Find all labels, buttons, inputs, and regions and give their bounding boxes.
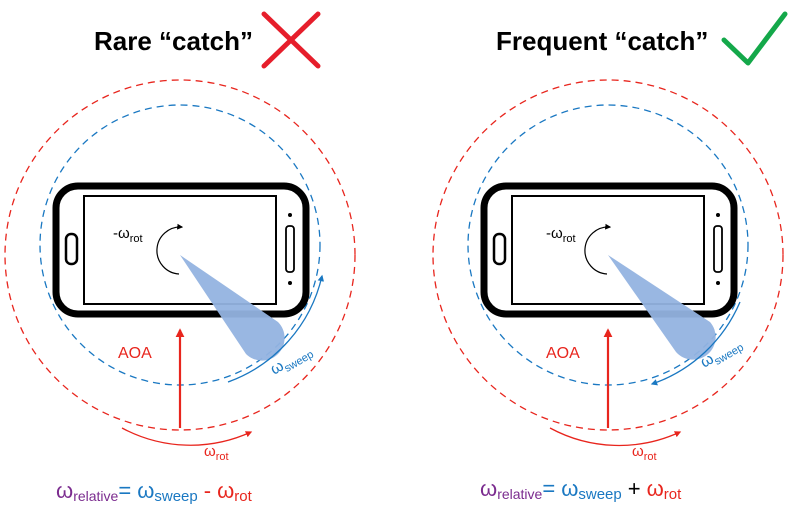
smartphone (480, 182, 738, 318)
rot-arrow (121, 427, 253, 446)
panel-title: Rare “catch” (94, 26, 253, 56)
outer-orbit-circle (4, 79, 356, 431)
relative-equation: ωrelative=ωsweep+ωrot (480, 476, 682, 503)
sweep-arrow (227, 274, 324, 383)
aoa-label: AOA (118, 345, 152, 362)
home-button (492, 232, 507, 266)
panel-frequent-catch: Frequent “catch” -ωrot AOA ωsweep ωrot ω… (432, 11, 788, 503)
speaker-grille (285, 225, 295, 273)
x-cross-icon (261, 11, 321, 69)
aoa-label: AOA (546, 345, 580, 362)
omega-rot-label: ωrot (204, 443, 229, 463)
rot-arrow (549, 427, 682, 447)
omega-rot-label: ωrot (632, 443, 657, 463)
outer-orbit-circle (432, 79, 784, 431)
relative-equation: ωrelative=ωsweep-ωrot (56, 478, 253, 505)
smartphone (52, 182, 310, 318)
rot-label: -ωrot (113, 225, 143, 245)
rotation-arrow (156, 223, 184, 275)
antenna-beam (180, 255, 285, 361)
panel-rare-catch: Rare “catch” -ωrot AOA ωsweep ωrot ωrela… (4, 11, 356, 505)
home-button (64, 232, 79, 266)
check-mark-icon (721, 11, 788, 66)
panel-title: Frequent “catch” (496, 26, 708, 56)
rot-label: -ωrot (546, 225, 576, 245)
speaker-grille (713, 225, 723, 273)
sweep-arrow (650, 301, 741, 386)
rotation-arrow (584, 223, 612, 275)
antenna-beam (608, 255, 716, 360)
